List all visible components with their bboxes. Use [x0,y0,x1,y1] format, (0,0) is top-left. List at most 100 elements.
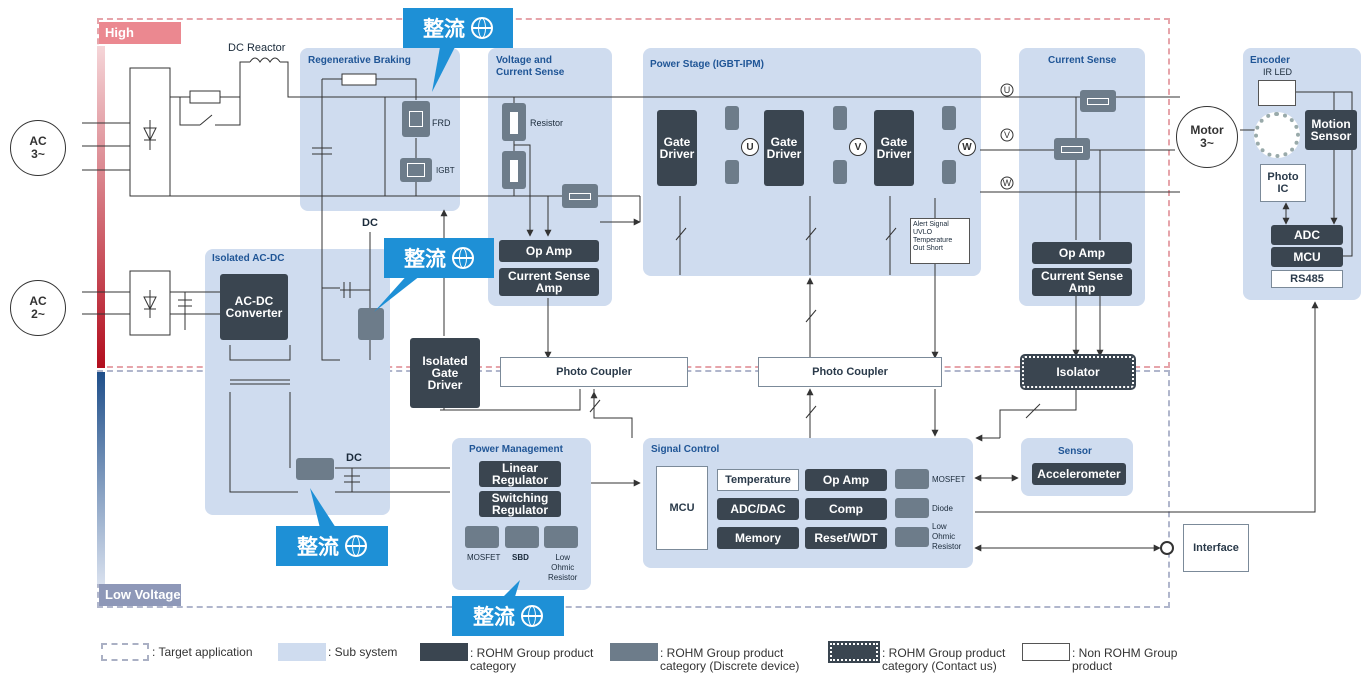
dc-reactor-label: DC Reactor [228,42,286,54]
phase-mark-w: W [1003,178,1012,188]
motor: Motor 3~ [1176,106,1238,168]
globe-icon [521,605,543,627]
igbt-w-top [942,106,956,130]
switching-regulator: Switching Regulator [479,491,561,517]
low-voltage-label: Low Voltage [99,584,181,606]
sc-diode [895,498,929,518]
igbt-v-bottom [833,160,847,184]
igbt-u-bottom [725,160,739,184]
legend-non-rohm-swatch [1022,643,1070,661]
callout-text-4: 整流 [473,605,515,629]
memory: Memory [717,527,799,549]
frd-device [402,101,430,137]
sc-resistor [895,527,929,547]
pm-resistor [544,526,578,548]
pm-mosfet-label: MOSFET [467,553,501,562]
adc-dac: ADC/DAC [717,498,799,520]
legend-target-text: : Target application [152,645,253,659]
current-sense-amp-2: Current Sense Amp [1032,268,1132,296]
current-sense-amp-1: Current Sense Amp [499,268,599,296]
pm-low-ohmic-label: Low Ohmic Resistor [548,553,578,582]
signal-control-title: Signal Control [651,444,720,455]
power-management-title: Power Management [469,444,563,455]
legend-discrete-swatch [610,643,658,661]
globe-icon [452,247,474,269]
pm-mosfet [465,526,499,548]
acdc-converter: AC-DC Converter [220,274,288,340]
temperature: Temperature [717,469,799,491]
photo-coupler-1: Photo Coupler [500,357,688,387]
photo-ic: Photo IC [1260,164,1306,202]
legend-rohm-text: : ROHM Group product category [470,646,594,673]
legend-subsystem-swatch [278,643,326,661]
sc-mosfet-label: MOSFET [932,475,966,484]
callout-text-2: 整流 [404,247,446,271]
isolated-gate-driver: Isolated Gate Driver [410,338,480,408]
voltage-current-sense-title: Voltage and Current Sense [496,55,565,78]
high-voltage-band [97,46,105,368]
current-shunt-1 [562,184,598,208]
interface: Interface [1183,524,1249,572]
motion-sensor: Motion Sensor [1305,110,1357,150]
legend-subsystem-text: : Sub system [328,645,398,659]
comp: Comp [805,498,887,520]
op-amp-2: Op Amp [1032,242,1132,264]
current-sense-title: Current Sense [1048,55,1117,66]
phase-v: V [849,138,867,156]
photo-coupler-2: Photo Coupler [758,357,942,387]
resistor-label: Resistor [530,118,564,128]
gate-driver-v: Gate Driver [764,110,804,186]
isolator: Isolator [1020,354,1136,390]
sc-low-ohmic-label: Low Ohmic Resistor [932,522,962,551]
globe-icon [471,17,493,39]
ac-3-source: AC 3~ [10,120,66,176]
high-voltage-label: High Voltage [99,22,181,62]
alert-signal-box: Alert Signal UVLO Temperature Out Short [910,218,970,264]
dc-label-1: DC [362,217,378,229]
frd-label: FRD [432,118,451,128]
rectifier-diode-2 [296,458,334,480]
rectifier-callout-4: 整流 [452,596,564,636]
igbt-device [400,158,432,182]
current-shunt-v [1054,138,1090,160]
ir-led [1258,80,1296,106]
power-stage-title: Power Stage (IGBT-IPM) [650,59,764,70]
phase-u: U [741,138,759,156]
sensor-title: Sensor [1058,446,1092,457]
legend-contact-swatch [828,641,880,663]
rectifier-diode-1 [358,308,384,340]
pm-sbd-label: SBD [512,553,529,562]
op-amp-1: Op Amp [499,240,599,262]
legend-contact-text: : ROHM Group product category (Contact u… [882,646,1006,673]
encoder-adc: ADC [1271,225,1343,245]
gate-driver-u: Gate Driver [657,110,697,186]
rectifier-callout-2: 整流 [384,238,494,278]
globe-icon [345,535,367,557]
signal-mcu: MCU [656,466,708,550]
current-shunt-u [1080,90,1116,112]
low-voltage-band [97,372,105,584]
interface-port-icon [1160,541,1174,555]
encoder-title: Encoder [1250,55,1291,66]
isolated-acdc-title: Isolated AC-DC [212,253,285,264]
legend-target-swatch [101,643,149,661]
phase-mark-u: U [1004,85,1011,95]
reset-wdt: Reset/WDT [805,527,887,549]
sc-mosfet [895,469,929,489]
callout-text-3: 整流 [297,535,339,559]
phase-mark-v: V [1004,130,1010,140]
rectifier-callout-3: 整流 [276,526,388,566]
legend-discrete-text: : ROHM Group product category (Discrete … [660,646,800,673]
regenerative-braking-title: Regenerative Braking [308,55,411,66]
legend-rohm-swatch [420,643,468,661]
igbt-w-bottom [942,160,956,184]
ac-2-source: AC 2~ [10,280,66,336]
igbt-u-top [725,106,739,130]
encoder-disc [1254,112,1300,158]
pm-sbd [505,526,539,548]
voltage-resistor-1 [502,103,526,141]
voltage-resistor-2 [502,151,526,189]
igbt-v-top [833,106,847,130]
sc-diode-label: Diode [932,504,953,513]
